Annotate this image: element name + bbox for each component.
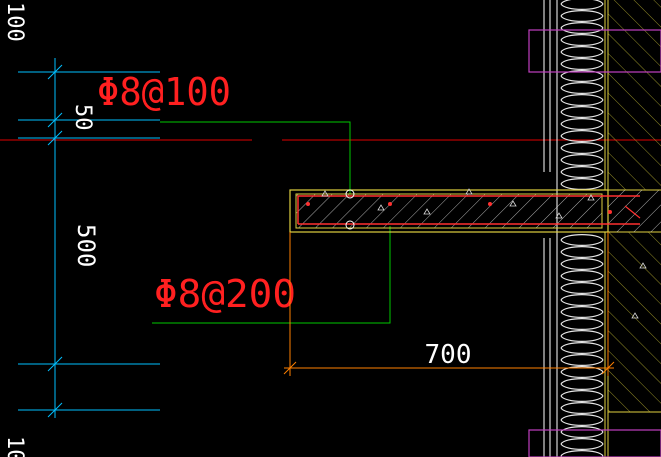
- slab-width-label: 700: [425, 340, 472, 370]
- slab-width-dimension: [283, 232, 615, 376]
- rebar-top-label[interactable]: Φ8@100: [97, 70, 231, 114]
- vertical-dimension-chain: [18, 58, 160, 418]
- insulation-layer: [560, 0, 604, 457]
- dim-upper-label: 50: [70, 104, 95, 131]
- rebar-nodes: [345, 189, 355, 230]
- dim-main-label: 500: [72, 224, 100, 267]
- cantilever-slab[interactable]: [289, 188, 661, 319]
- dim-bottom-partial-label: 10: [2, 436, 27, 457]
- rebar-bottom-label[interactable]: Φ8@200: [154, 272, 296, 316]
- window-frames: [528, 29, 661, 457]
- rebar-leader-lines: [152, 121, 391, 324]
- wall-hatch-region: [608, 0, 661, 412]
- dim-top-partial-label: 100: [2, 2, 27, 42]
